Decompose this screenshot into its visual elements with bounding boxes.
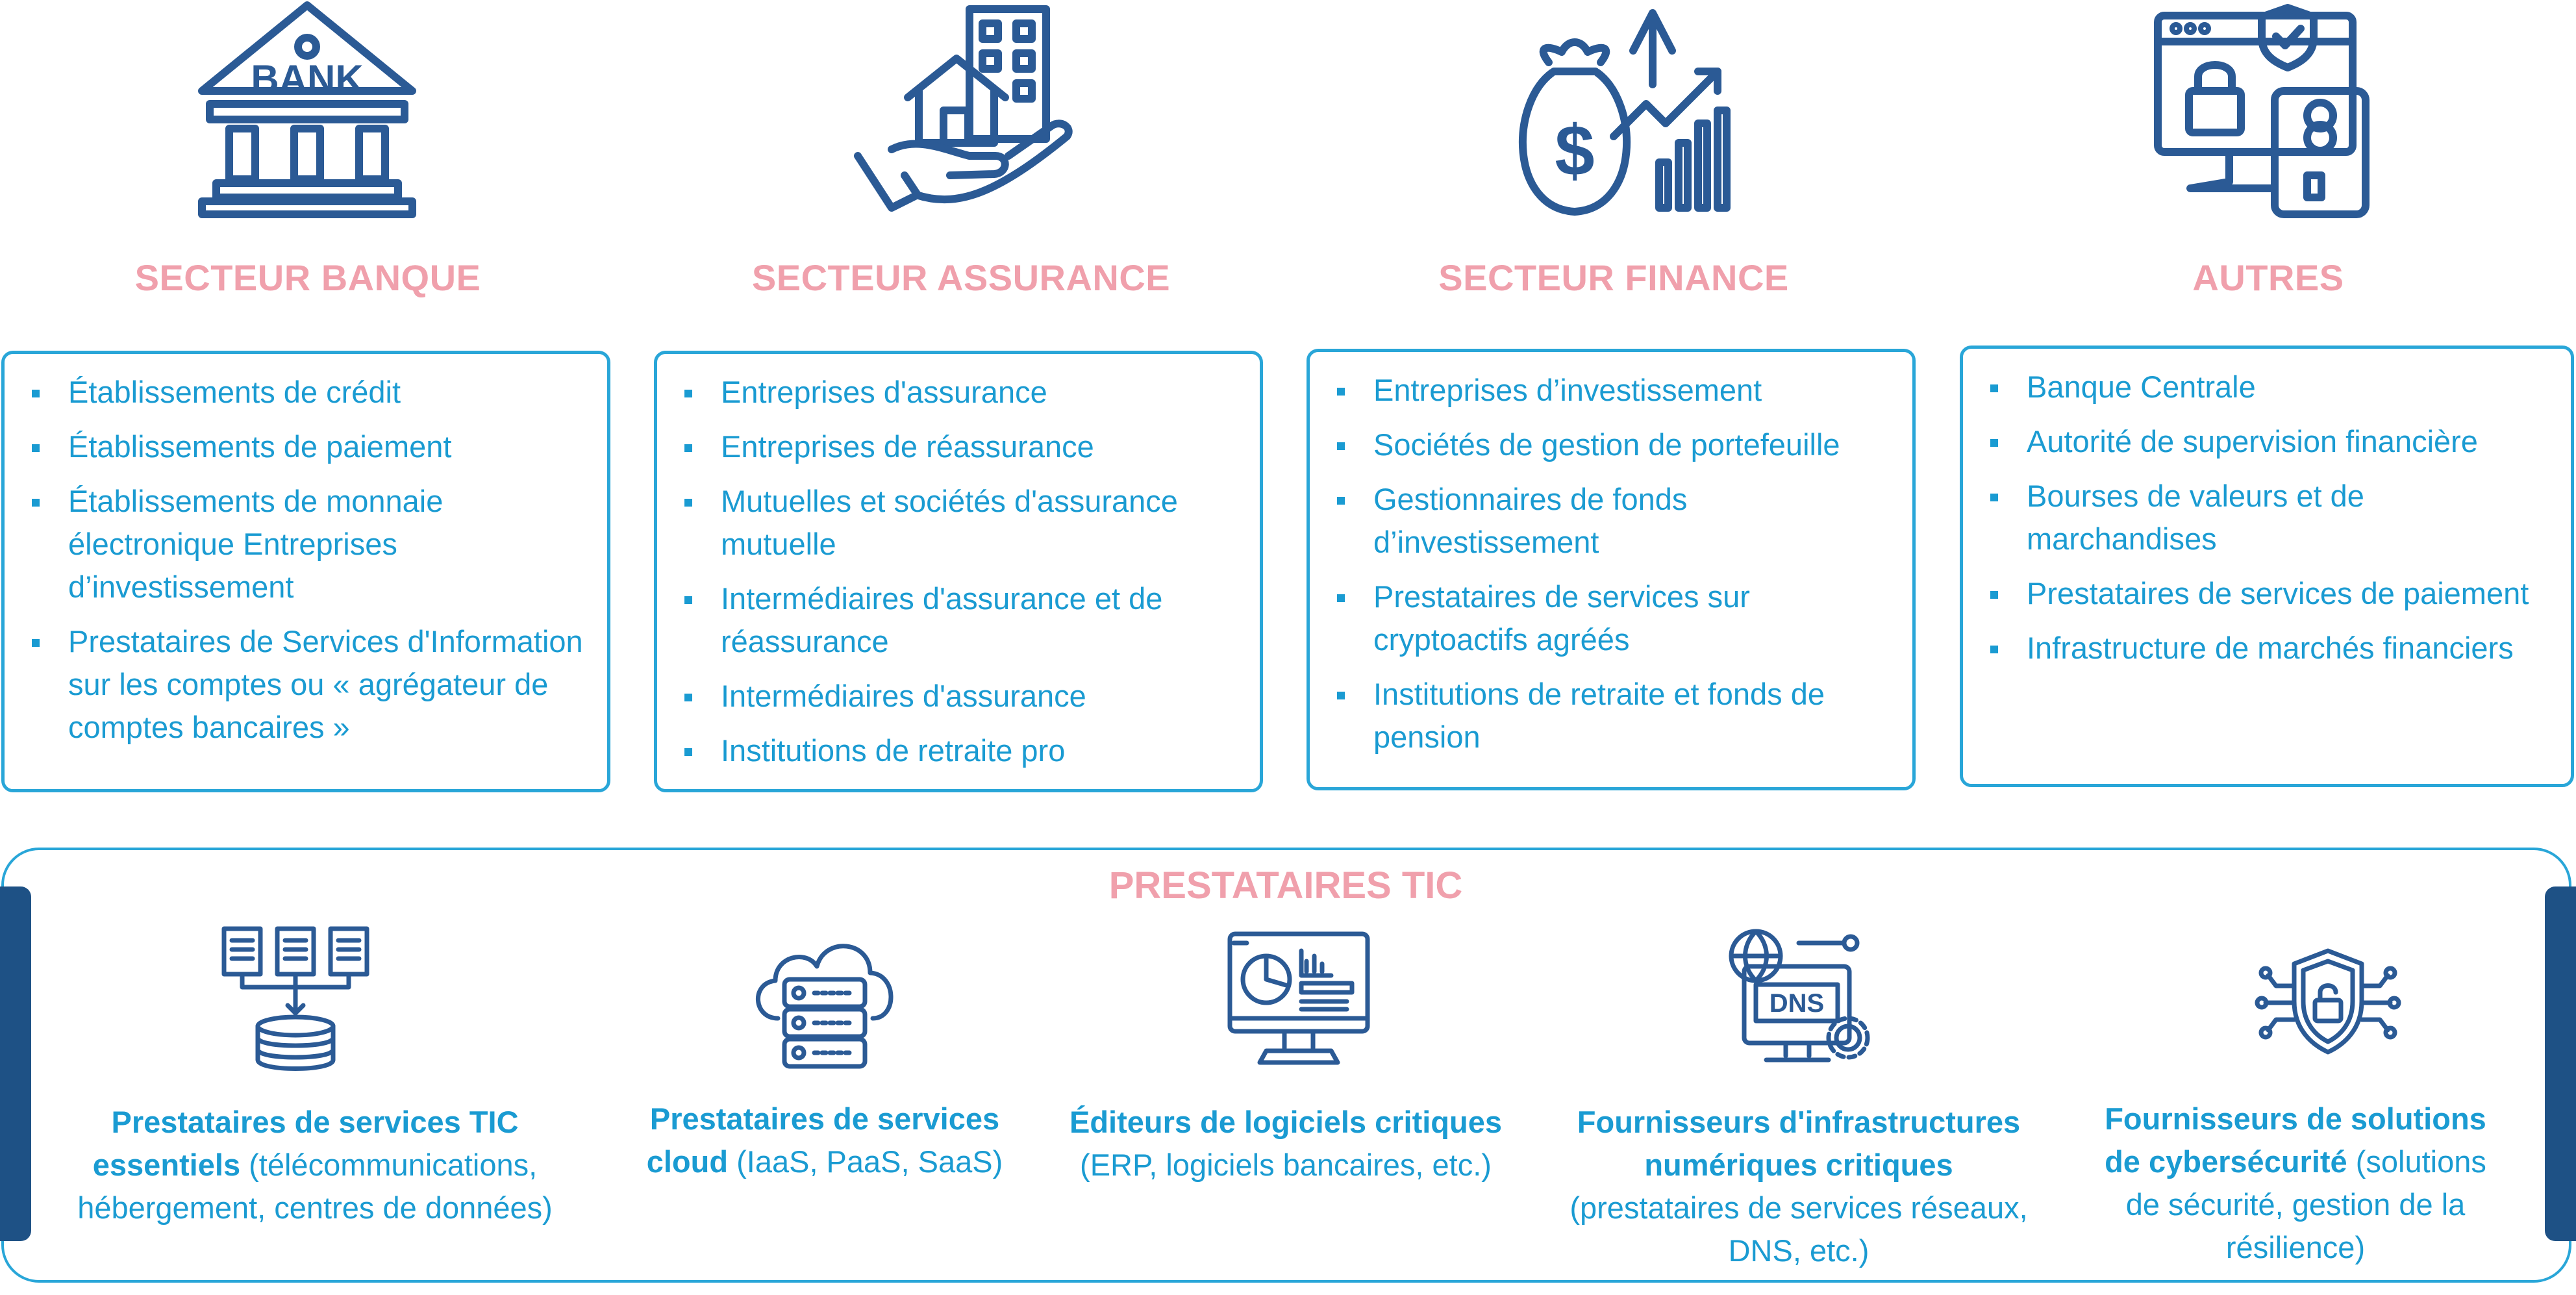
sector-box-autres: Banque Centrale Autorité de supervision … bbox=[1960, 346, 2574, 787]
tic-provider-cloud-detail: (IaaS, PaaS, SaaS) bbox=[728, 1144, 1003, 1179]
panel-left-accent-bar bbox=[0, 886, 31, 1241]
tic-provider-cybersecurity-detail: (solutions de sécurité, gestion de la ré… bbox=[2125, 1144, 2486, 1264]
list-item: Entreprises de réassurance bbox=[681, 425, 1240, 468]
tic-provider-infrastructure-detail: (prestataires de services réseaux, DNS, … bbox=[1569, 1190, 2028, 1268]
sector-list-finance: Entreprises d’investissement Sociétés de… bbox=[1310, 352, 1912, 759]
sector-box-assurance: Entreprises d'assurance Entreprises de r… bbox=[654, 351, 1263, 792]
tic-provider-software-detail: (ERP, logiciels bancaires, etc.) bbox=[1080, 1148, 1492, 1182]
sector-box-finance: Entreprises d’investissement Sociétés de… bbox=[1307, 349, 1916, 790]
sector-title-banque: SECTEUR BANQUE bbox=[134, 257, 481, 298]
house-in-hand-icon bbox=[846, 0, 1080, 221]
sector-list-autres: Banque Centrale Autorité de supervision … bbox=[1963, 349, 2571, 670]
list-item: Entreprises d’investissement bbox=[1333, 369, 1893, 412]
list-item: Mutuelles et sociétés d'assurance mutuel… bbox=[681, 480, 1240, 566]
list-item: Infrastructure de marchés financiers bbox=[1986, 627, 2551, 670]
list-item: Institutions de retraite pro bbox=[681, 729, 1240, 772]
cybersecurity-shield-icon bbox=[2250, 930, 2406, 1086]
svg-text:DNS: DNS bbox=[1769, 989, 1824, 1018]
list-item: Institutions de retraite et fonds de pen… bbox=[1333, 673, 1893, 759]
tic-provider-essentials: Prestataires de services TIC essentiels … bbox=[58, 1101, 571, 1229]
list-item: Prestataires de services de paiement bbox=[1986, 572, 2551, 615]
list-item: Prestataires de Services d'Information s… bbox=[28, 620, 588, 749]
dns-network-icon: DNS bbox=[1721, 921, 1877, 1077]
tic-provider-cybersecurity: Fournisseurs de solutions de cybersécuri… bbox=[2084, 1098, 2507, 1269]
list-item: Gestionnaires de fonds d’investissement bbox=[1333, 478, 1893, 564]
list-item: Établissements de monnaie électronique E… bbox=[28, 480, 588, 609]
tic-title: PRESTATAIRES TIC bbox=[1108, 864, 1463, 907]
tic-provider-software: Éditeurs de logiciels critiques (ERP, lo… bbox=[1052, 1101, 1519, 1187]
cloud-server-icon bbox=[747, 921, 903, 1077]
tic-provider-cloud: Prestataires de services cloud (IaaS, Pa… bbox=[617, 1098, 1032, 1183]
tic-provider-infrastructure-bold: Fournisseurs d'infrastructures numérique… bbox=[1577, 1105, 2021, 1182]
software-monitor-icon bbox=[1221, 921, 1377, 1077]
sector-list-assurance: Entreprises d'assurance Entreprises de r… bbox=[657, 354, 1260, 772]
database-documents-icon bbox=[218, 916, 373, 1072]
list-item: Autorité de supervision financière bbox=[1986, 420, 2551, 463]
panel-right-accent-bar bbox=[2545, 886, 2576, 1241]
tic-provider-essentials-detail: (télécommunications, hébergement, centre… bbox=[77, 1148, 553, 1225]
tic-provider-essentials-bold: Prestataires de services TIC essentiels bbox=[92, 1105, 519, 1182]
tic-provider-infrastructure: Fournisseurs d'infrastructures numérique… bbox=[1558, 1101, 2039, 1272]
list-item: Établissements de paiement bbox=[28, 425, 588, 468]
tic-provider-cybersecurity-bold: Fournisseurs de solutions de cybersécuri… bbox=[2105, 1101, 2486, 1179]
sector-list-banque: Établissements de crédit Établissements … bbox=[5, 354, 607, 749]
svg-text:BANK: BANK bbox=[251, 57, 363, 101]
tic-provider-software-bold: Éditeurs de logiciels critiques bbox=[1069, 1105, 1503, 1139]
list-item: Bourses de valeurs et de marchandises bbox=[1986, 475, 2551, 560]
list-item: Intermédiaires d'assurance et de réassur… bbox=[681, 577, 1240, 663]
list-item: Intermédiaires d'assurance bbox=[681, 675, 1240, 718]
sector-title-finance: SECTEUR FINANCE bbox=[1438, 257, 1789, 298]
sector-box-banque: Établissements de crédit Établissements … bbox=[1, 351, 610, 792]
list-item: Établissements de crédit bbox=[28, 371, 588, 414]
sector-title-autres: AUTRES bbox=[2192, 257, 2344, 298]
svg-text:$: $ bbox=[1555, 111, 1594, 191]
list-item: Banque Centrale bbox=[1986, 366, 2551, 409]
money-bag-growth-icon: $ bbox=[1503, 0, 1737, 221]
secure-payment-icon bbox=[2151, 0, 2385, 221]
bank-icon: BANK bbox=[190, 0, 424, 221]
list-item: Sociétés de gestion de portefeuille bbox=[1333, 423, 1893, 466]
list-item: Prestataires de services sur cryptoactif… bbox=[1333, 575, 1893, 661]
tic-provider-cloud-bold: Prestataires de services cloud bbox=[646, 1101, 1000, 1179]
list-item: Entreprises d'assurance bbox=[681, 371, 1240, 414]
sector-title-assurance: SECTEUR ASSURANCE bbox=[751, 257, 1171, 298]
